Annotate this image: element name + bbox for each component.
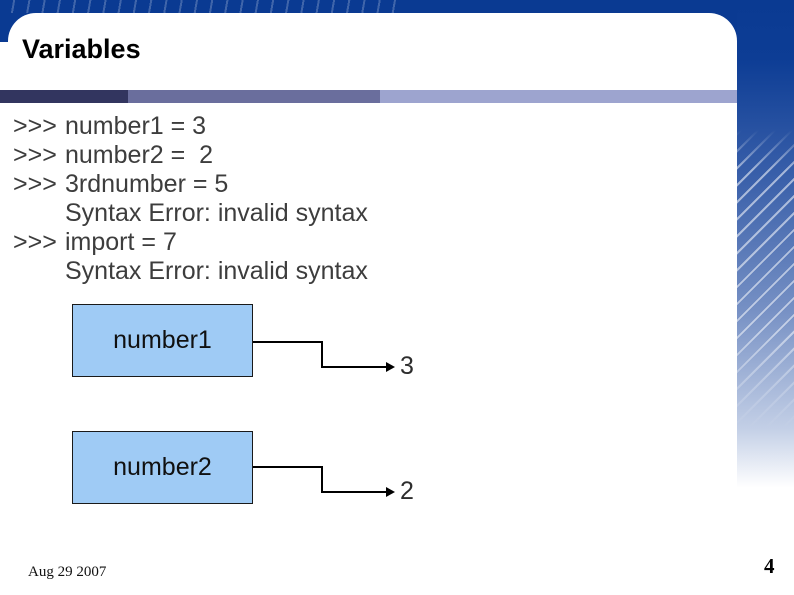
- arrow-right-icon: [386, 362, 395, 372]
- variable-name-label: number1: [113, 326, 212, 354]
- console-code: number1 = 3: [65, 112, 207, 140]
- connector-line: [253, 466, 323, 468]
- divider-segment-dark: [0, 90, 128, 103]
- divider-segment-medium: [128, 90, 380, 103]
- console-error-text: Syntax Error: invalid syntax: [65, 257, 368, 285]
- page-title: Variables: [22, 34, 141, 64]
- console-code: 3rdnumber = 5: [65, 170, 229, 198]
- variable-value: 3: [400, 352, 414, 380]
- decorative-streaks: [0, 0, 400, 13]
- console-code: import = 7: [65, 228, 177, 256]
- footer-date: Aug 29 2007: [28, 564, 107, 580]
- right-blue-band: [737, 0, 794, 595]
- connector-line: [321, 341, 323, 368]
- variable-name-label: number2: [113, 453, 212, 481]
- variable-box-number1: number1: [72, 304, 253, 377]
- connector-line: [321, 466, 323, 493]
- variable-box-number2: number2: [72, 431, 253, 504]
- connector-line: [321, 366, 388, 368]
- console-line: >>> import = 7: [0, 228, 737, 257]
- console-line-error: Syntax Error: invalid syntax: [0, 199, 737, 228]
- prompt-chevrons: >>>: [13, 112, 57, 140]
- prompt-chevrons: >>>: [13, 141, 57, 169]
- console-code: number2 = 2: [65, 141, 214, 169]
- prompt-chevrons: >>>: [13, 228, 57, 256]
- variable-value: 2: [400, 477, 414, 505]
- page-number: 4: [764, 554, 775, 578]
- console-transcript: >>> number1 = 3 >>> number2 = 2 >>> 3rdn…: [0, 112, 737, 286]
- divider-segment-light: [380, 90, 737, 103]
- console-line: >>> 3rdnumber = 5: [0, 170, 737, 199]
- diagonal-stripes-decoration: [737, 0, 794, 595]
- prompt-chevrons: >>>: [13, 170, 57, 198]
- connector-line: [321, 491, 388, 493]
- connector-line: [253, 341, 323, 343]
- console-line: >>> number2 = 2: [0, 141, 737, 170]
- console-line-error: Syntax Error: invalid syntax: [0, 257, 737, 286]
- console-line: >>> number1 = 3: [0, 112, 737, 141]
- console-error-text: Syntax Error: invalid syntax: [65, 199, 368, 227]
- arrow-right-icon: [386, 487, 395, 497]
- divider-bar: [0, 90, 737, 103]
